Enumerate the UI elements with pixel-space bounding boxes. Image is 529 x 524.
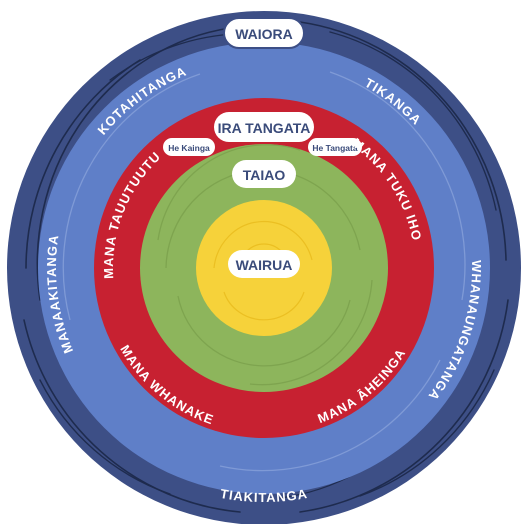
ira-tangata-label: IRA TANGATA bbox=[214, 112, 314, 142]
svg-text:WAIORA: WAIORA bbox=[235, 26, 293, 42]
wairua-label: WAIRUA bbox=[228, 250, 300, 278]
svg-text:TAIAO: TAIAO bbox=[243, 167, 286, 183]
he-kainga-label: He Kainga bbox=[163, 138, 215, 156]
svg-text:IRA TANGATA: IRA TANGATA bbox=[218, 120, 311, 136]
blue-ring-pattern bbox=[62, 71, 466, 472]
svg-text:WAIRUA: WAIRUA bbox=[236, 257, 293, 273]
waiora-label: WAIORA bbox=[223, 17, 305, 49]
svg-text:He Kainga: He Kainga bbox=[168, 143, 210, 153]
tiakitanga-label: TIAKITANGA bbox=[219, 486, 309, 505]
he-tangata-label: He Tangata bbox=[308, 138, 362, 156]
taiao-label: TAIAO bbox=[232, 160, 296, 188]
svg-text:He Tangata: He Tangata bbox=[312, 143, 357, 153]
